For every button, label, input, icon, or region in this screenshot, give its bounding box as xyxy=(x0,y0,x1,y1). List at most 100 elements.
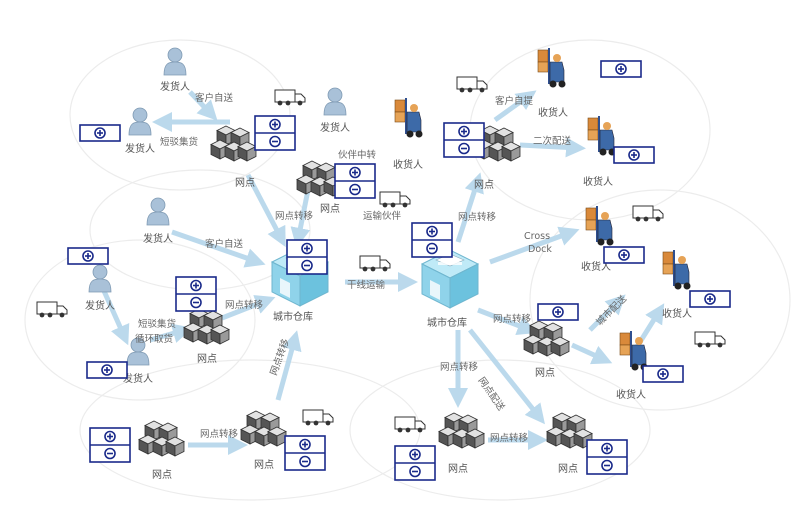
customer-self-send-label-2: 客户自送 xyxy=(205,238,244,250)
plus-box-icon xyxy=(642,365,684,383)
forklift-icon xyxy=(662,249,691,290)
partner-transfer-label: 伙伴中转 xyxy=(338,149,377,161)
outlet-label-6: 网点 xyxy=(474,179,494,191)
truck-icon xyxy=(359,255,391,272)
plus-box-icon xyxy=(689,290,731,308)
truck-icon xyxy=(394,416,426,433)
person-icon xyxy=(128,107,152,136)
boxes-icon xyxy=(139,421,184,456)
arrow-outlet-to-city-warehouse xyxy=(221,295,276,321)
outlet-label-7: 网点 xyxy=(535,367,555,379)
outlet-label-2: 网点 xyxy=(320,203,340,215)
plus-box-icon xyxy=(67,247,109,265)
shipper-label-1: 发货人 xyxy=(160,80,190,93)
boxes-icon xyxy=(547,413,592,448)
shipper-label-2: 发货人 xyxy=(125,142,155,155)
truck-icon xyxy=(274,89,306,106)
outlet-transfer-label-2: 网点转移 xyxy=(225,299,264,311)
plus-minus-box-icon xyxy=(411,222,453,258)
plus-box-icon xyxy=(613,146,655,164)
boxes-icon xyxy=(184,309,229,344)
arrow-cross-dock xyxy=(489,226,580,265)
arrow-outlet-to-warehouse xyxy=(245,173,286,248)
arrow-partner-to-warehouse xyxy=(290,189,311,248)
city-warehouse-right-icon xyxy=(421,249,479,309)
truck-icon xyxy=(379,191,411,208)
plus-minus-box-icon xyxy=(254,115,296,151)
consignee-label-6: 收货人 xyxy=(616,388,646,401)
transport-partner-label: 运输伙伴 xyxy=(363,210,402,222)
plus-minus-box-icon xyxy=(443,122,485,158)
customer-self-send-label-1: 客户自送 xyxy=(195,92,234,104)
plus-minus-box-icon xyxy=(334,163,376,199)
person-icon xyxy=(323,87,347,116)
truck-icon xyxy=(302,409,334,426)
city-delivery-label: 城市配送 xyxy=(594,292,630,328)
arrow-city-delivery-right xyxy=(570,342,613,365)
arrow-bottom-outlet-up xyxy=(275,330,302,401)
truck-icon xyxy=(694,331,726,348)
plus-minus-box-icon xyxy=(586,439,628,475)
shipper-label-5: 发货人 xyxy=(85,299,115,312)
truck-icon xyxy=(456,76,488,93)
outlet-transfer-label-4: 网点转移 xyxy=(200,428,239,440)
arrow-warehouse-to-top-outlet xyxy=(455,172,484,243)
truck-icon xyxy=(632,205,664,222)
consignee-label-3: 收货人 xyxy=(583,175,613,188)
plus-minus-box-icon xyxy=(284,435,326,471)
outlet-delivery-label: 网点配送 xyxy=(476,375,508,413)
consignee-label-1: 收货人 xyxy=(393,158,423,171)
outlet-transfer-label-6: 网点转移 xyxy=(493,313,532,325)
city-warehouse-left-label: 城市仓库 xyxy=(273,310,313,323)
arrow-shipper-to-outlet xyxy=(188,90,218,121)
arrow-secondary-delivery xyxy=(519,137,586,158)
plus-minus-box-icon xyxy=(286,239,328,275)
forklift-icon xyxy=(537,47,566,88)
loop-pickup-label: 循环取货 xyxy=(135,333,173,345)
person-icon xyxy=(88,264,112,293)
outlet-transfer-label-1: 网点转移 xyxy=(275,210,314,222)
plus-box-icon xyxy=(600,60,642,78)
plus-minus-box-icon xyxy=(175,276,217,312)
arrow-loop-pickup xyxy=(149,323,193,343)
boxes-icon xyxy=(524,321,569,356)
outlet-label-8: 网点 xyxy=(448,463,468,475)
arrow-outlet-self-pick xyxy=(493,90,537,123)
boxes-icon xyxy=(241,411,286,446)
outlet-label-5: 网点 xyxy=(254,459,274,471)
outlet-label-4: 网点 xyxy=(152,469,172,481)
shipper-label-4: 发货人 xyxy=(143,232,173,245)
outlet-transfer-label-5: 网点转移 xyxy=(458,211,497,223)
shipper-label-3: 发货人 xyxy=(320,121,350,134)
plus-minus-box-icon xyxy=(89,427,131,463)
plus-box-icon xyxy=(79,124,121,142)
boxes-icon xyxy=(211,126,256,161)
outlet-label-9: 网点 xyxy=(558,463,578,475)
forklift-icon xyxy=(587,115,616,156)
arrow-city-delivery-up xyxy=(588,294,626,332)
arrow-shipper-self-send xyxy=(171,229,266,268)
cross-dock-label-1: Cross xyxy=(524,231,550,242)
outlet-label-3: 网点 xyxy=(197,353,217,365)
outlet-transfer-label-8: 网点转移 xyxy=(490,432,529,444)
forklift-icon xyxy=(394,97,423,138)
consignee-label-5: 收货人 xyxy=(662,307,692,320)
plus-box-icon xyxy=(603,246,645,264)
person-icon xyxy=(163,47,187,76)
plus-box-icon xyxy=(537,303,579,321)
short-collect-label-1: 短驳集货 xyxy=(160,136,198,148)
short-collect-label-2: 短驳集货 xyxy=(138,318,176,330)
outlet-transfer-label-7: 网点转移 xyxy=(440,361,479,373)
secondary-delivery-label: 二次配送 xyxy=(533,135,572,147)
trunk-transport-label: 干线运输 xyxy=(347,279,386,291)
customer-self-pick-label: 客户自提 xyxy=(495,95,534,107)
city-warehouse-right-label: 城市仓库 xyxy=(427,316,467,329)
shipper-label-6: 发货人 xyxy=(123,372,153,385)
arrow-outlet-transfer-right xyxy=(477,307,538,336)
person-icon xyxy=(146,197,170,226)
boxes-icon xyxy=(439,413,484,448)
truck-icon xyxy=(36,301,68,318)
arrow-outlet-delivery xyxy=(468,328,545,425)
outlet-label-1: 网点 xyxy=(235,177,255,189)
